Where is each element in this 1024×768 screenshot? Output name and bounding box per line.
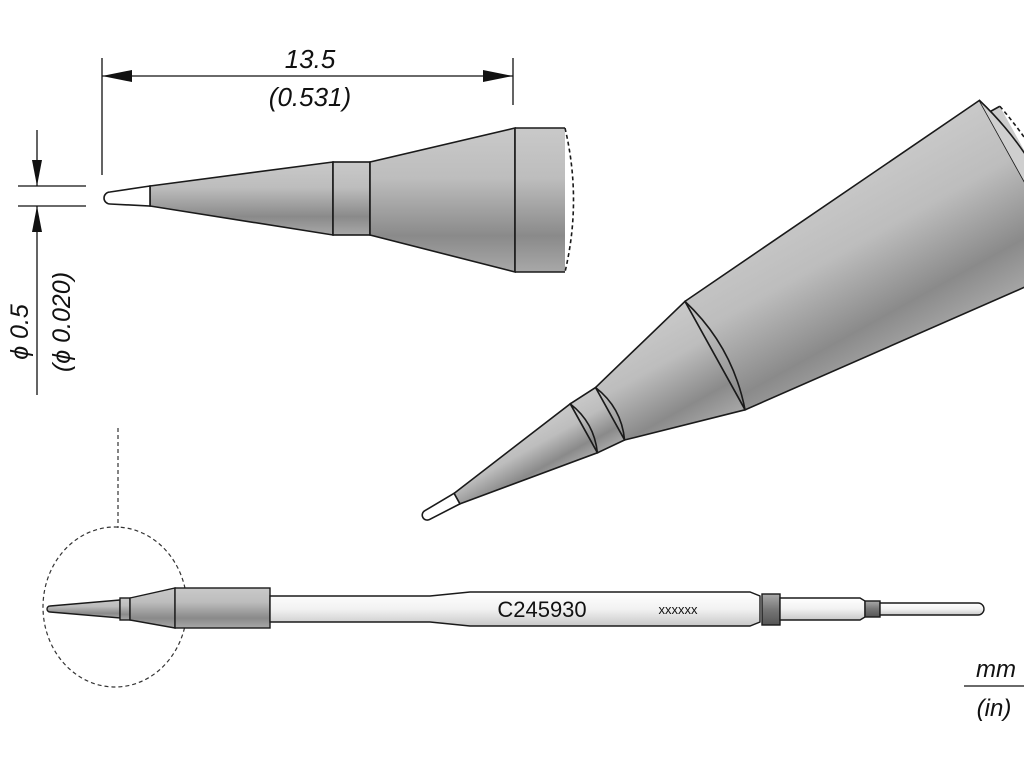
length-dimension xyxy=(101,58,514,175)
part-number-label: C245930 xyxy=(497,597,586,622)
side-view xyxy=(103,126,575,274)
diameter-mm-label: ϕ 0.5 xyxy=(6,304,34,360)
detail-circle xyxy=(42,428,188,688)
length-mm-label: 13.5 xyxy=(285,44,336,74)
diameter-dimension xyxy=(18,130,86,395)
units-secondary-label: (in) xyxy=(977,695,1012,722)
length-in-label: (0.531) xyxy=(269,82,351,112)
diameter-in-label: (ϕ 0.020) xyxy=(48,272,76,372)
full-view xyxy=(46,587,985,629)
units-primary-label: mm xyxy=(976,656,1016,683)
marking-label: xxxxxx xyxy=(659,602,699,617)
perspective-view xyxy=(421,99,1024,521)
